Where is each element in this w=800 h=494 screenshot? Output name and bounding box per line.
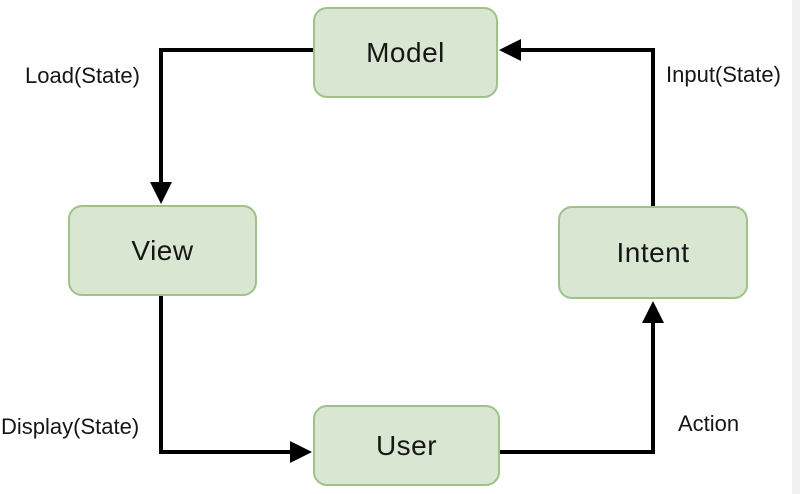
arrow-model-to-view — [159, 48, 313, 184]
arrowhead-down-icon — [150, 182, 172, 204]
arrow-intent-to-model — [519, 48, 655, 206]
edge-label-display-state: Display(State) — [1, 414, 140, 439]
arrowhead-up-icon — [642, 301, 664, 323]
node-model-label: Model — [366, 36, 445, 68]
edge-label-load-state: Load(State) — [25, 63, 140, 88]
arrow-user-to-intent — [500, 322, 655, 454]
arrow-view-to-user — [159, 296, 292, 454]
edge-label-action: Action — [678, 411, 740, 436]
arrowhead-right-icon — [290, 441, 312, 463]
node-user-label: User — [375, 429, 438, 461]
right-edge-strip — [792, 0, 800, 494]
node-view: View — [68, 205, 257, 296]
arrowhead-left-icon — [499, 39, 521, 61]
edge-label-input-state: Input(State) — [666, 62, 781, 87]
node-view-label: View — [131, 234, 194, 266]
node-model: Model — [313, 7, 498, 98]
node-user: User — [313, 405, 500, 486]
node-intent-label: Intent — [616, 236, 690, 268]
node-intent: Intent — [558, 206, 748, 299]
